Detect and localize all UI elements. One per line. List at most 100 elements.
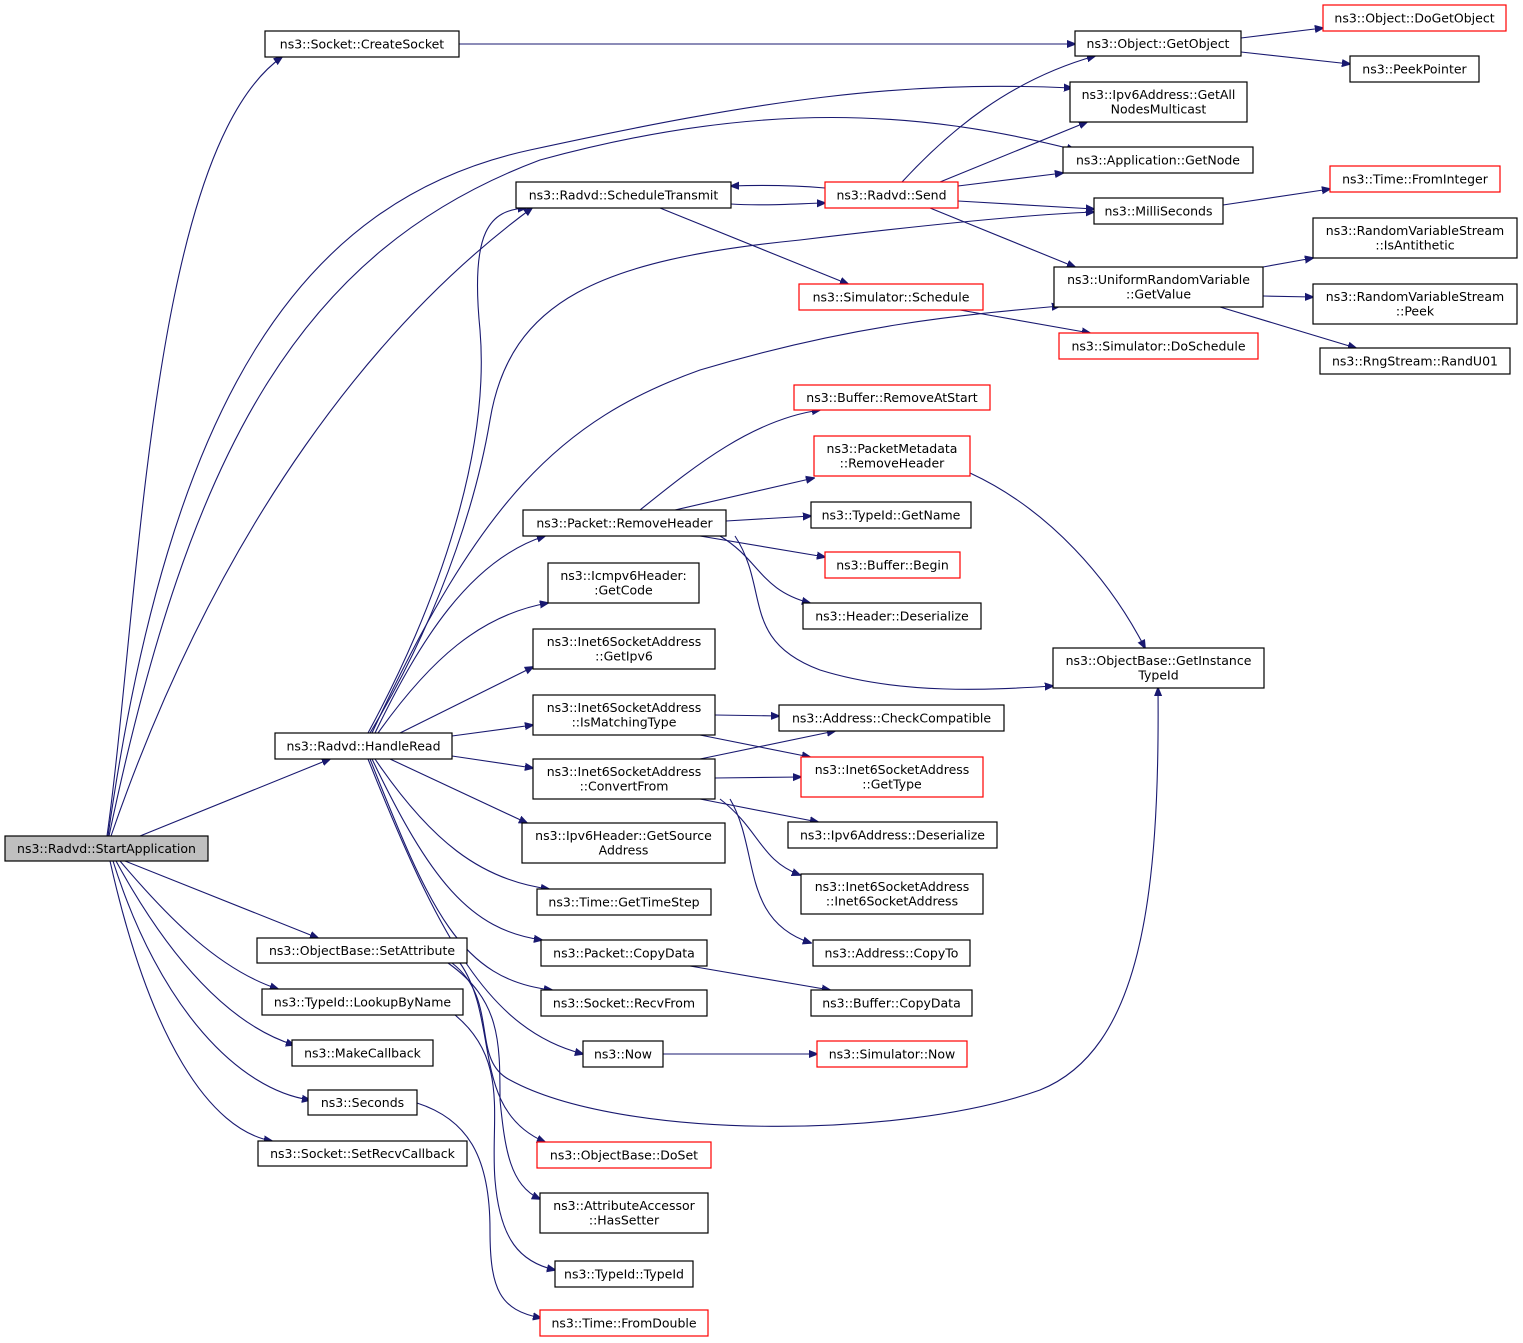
node-bufferbegin-box bbox=[824, 551, 961, 579]
node-checkcompatible-box bbox=[778, 704, 1005, 732]
edge-uniformgetvalue-to-randu01 bbox=[1219, 306, 1356, 348]
node-gettimestep[interactable]: ns3::Time::GetTimeStep bbox=[536, 888, 712, 916]
node-setrecvcallback[interactable]: ns3::Socket::SetRecvCallback bbox=[257, 1140, 468, 1167]
node-pmremoveheader-label-1: ::RemoveHeader bbox=[840, 456, 946, 471]
node-now-label-0: ns3::Now bbox=[594, 1046, 652, 1061]
edge-packetremoveheader-to-headerdeserialize bbox=[719, 535, 810, 603]
node-typeidgetname[interactable]: ns3::TypeId::GetName bbox=[810, 501, 972, 529]
node-ismatchingtype[interactable]: ns3::Inet6SocketAddress::IsMatchingType bbox=[532, 694, 716, 736]
node-dogetobject-box bbox=[1322, 4, 1507, 32]
node-gettype[interactable]: ns3::Inet6SocketAddress::GetType bbox=[800, 756, 984, 798]
node-randu01[interactable]: ns3::RngStream::RandU01 bbox=[1319, 347, 1511, 375]
edge-handleread-to-convertfrom bbox=[451, 755, 533, 768]
node-buffercopydata-box bbox=[810, 989, 973, 1017]
node-copyto-label-0: ns3::Address::CopyTo bbox=[825, 945, 959, 960]
node-gettype-label-1: ::GetType bbox=[862, 777, 922, 792]
node-isantithetic[interactable]: ns3::RandomVariableStream::IsAntithetic bbox=[1312, 217, 1518, 259]
node-copyto-box bbox=[812, 939, 971, 967]
edge-uniformgetvalue-to-peek bbox=[1262, 296, 1313, 297]
node-peekpointer[interactable]: ns3::PeekPointer bbox=[1349, 55, 1480, 83]
edge-setattribute-to-getinstancetypeid bbox=[451, 688, 1158, 1127]
node-pmremoveheader-box bbox=[813, 435, 971, 477]
edge-getobject-to-peekpointer bbox=[1240, 51, 1350, 64]
node-checkcompatible[interactable]: ns3::Address::CheckCompatible bbox=[778, 704, 1005, 732]
node-uniformgetvalue[interactable]: ns3::UniformRandomVariable::GetValue bbox=[1053, 266, 1264, 308]
node-dogetobject[interactable]: ns3::Object::DoGetObject bbox=[1322, 4, 1507, 32]
node-now-box bbox=[582, 1040, 664, 1068]
node-copyto[interactable]: ns3::Address::CopyTo bbox=[812, 939, 971, 967]
node-doset[interactable]: ns3::ObjectBase::DoSet bbox=[536, 1141, 712, 1169]
node-icmpgetcode-box bbox=[547, 562, 700, 604]
node-peek[interactable]: ns3::RandomVariableStream::Peek bbox=[1312, 283, 1518, 325]
edge-pmremoveheader-to-getinstancetypeid bbox=[969, 472, 1145, 648]
node-headerdeserialize[interactable]: ns3::Header::Deserialize bbox=[802, 602, 982, 630]
node-milliseconds[interactable]: ns3::MilliSeconds bbox=[1093, 197, 1224, 225]
node-fromdouble[interactable]: ns3::Time::FromDouble bbox=[539, 1309, 709, 1337]
node-doschedule[interactable]: ns3::Simulator::DoSchedule bbox=[1058, 332, 1259, 360]
node-handleread[interactable]: ns3::Radvd::HandleRead bbox=[274, 732, 453, 760]
node-frominteger[interactable]: ns3::Time::FromInteger bbox=[1329, 165, 1501, 193]
edge-scheduletransmit-to-send bbox=[730, 203, 825, 205]
node-bufferbegin[interactable]: ns3::Buffer::Begin bbox=[824, 551, 961, 579]
node-inet6ctor[interactable]: ns3::Inet6SocketAddress::Inet6SocketAddr… bbox=[800, 873, 984, 915]
node-now[interactable]: ns3::Now bbox=[582, 1040, 664, 1068]
node-typeidgetname-label-0: ns3::TypeId::GetName bbox=[822, 507, 961, 522]
node-getinstancetypeid-label-0: ns3::ObjectBase::GetInstance bbox=[1066, 653, 1252, 668]
node-simnow[interactable]: ns3::Simulator::Now bbox=[816, 1040, 968, 1068]
node-hassetter[interactable]: ns3::AttributeAccessor::HasSetter bbox=[539, 1192, 709, 1234]
node-getallnodes-label-0: ns3::Ipv6Address::GetAll bbox=[1082, 87, 1236, 102]
node-seconds[interactable]: ns3::Seconds bbox=[307, 1089, 418, 1116]
edge-start-to-lookupbyname bbox=[119, 860, 278, 989]
edge-getobject-to-dogetobject bbox=[1240, 28, 1323, 39]
node-getnode[interactable]: ns3::Application::GetNode bbox=[1062, 146, 1254, 174]
node-lookupbyname-label-0: ns3::TypeId::LookupByName bbox=[274, 994, 451, 1009]
node-lookupbyname[interactable]: ns3::TypeId::LookupByName bbox=[261, 988, 464, 1016]
node-getipv6[interactable]: ns3::Inet6SocketAddress::GetIpv6 bbox=[532, 628, 716, 670]
edge-handleread-to-recvfrom bbox=[369, 758, 552, 990]
node-getobject-label-0: ns3::Object::GetObject bbox=[1087, 36, 1230, 51]
node-buffercopydata[interactable]: ns3::Buffer::CopyData bbox=[810, 989, 973, 1017]
node-peek-label-0: ns3::RandomVariableStream bbox=[1326, 289, 1504, 304]
node-fromdouble-label-0: ns3::Time::FromDouble bbox=[551, 1315, 696, 1330]
node-setattribute[interactable]: ns3::ObjectBase::SetAttribute bbox=[256, 937, 468, 964]
node-ismatchingtype-box bbox=[532, 694, 716, 736]
node-frominteger-box bbox=[1329, 165, 1501, 193]
node-start[interactable]: ns3::Radvd::StartApplication bbox=[4, 835, 209, 862]
node-setrecvcallback-label-0: ns3::Socket::SetRecvCallback bbox=[270, 1146, 455, 1161]
node-getallnodes-box bbox=[1069, 81, 1248, 123]
node-send[interactable]: ns3::Radvd::Send bbox=[824, 181, 959, 209]
node-convertfrom[interactable]: ns3::Inet6SocketAddress::ConvertFrom bbox=[532, 758, 716, 800]
node-gettimestep-label-0: ns3::Time::GetTimeStep bbox=[548, 894, 699, 909]
node-inet6ctor-box bbox=[800, 873, 984, 915]
node-createsocket[interactable]: ns3::Socket::CreateSocket bbox=[264, 30, 460, 58]
edge-handleread-to-getsourceaddress bbox=[389, 758, 527, 823]
edge-start-to-setattribute bbox=[124, 860, 318, 938]
node-recvfrom[interactable]: ns3::Socket::RecvFrom bbox=[540, 989, 708, 1017]
node-icmpgetcode[interactable]: ns3::Icmpv6Header::GetCode bbox=[547, 562, 700, 604]
node-removeatstart-label-0: ns3::Buffer::RemoveAtStart bbox=[806, 390, 978, 405]
node-isantithetic-label-0: ns3::RandomVariableStream bbox=[1326, 223, 1504, 238]
node-hassetter-label-1: ::HasSetter bbox=[589, 1213, 660, 1228]
node-doschedule-label-0: ns3::Simulator::DoSchedule bbox=[1071, 338, 1245, 353]
node-packetremoveheader[interactable]: ns3::Packet::RemoveHeader bbox=[522, 509, 727, 537]
node-dogetobject-label-0: ns3::Object::DoGetObject bbox=[1334, 10, 1494, 25]
node-copydata[interactable]: ns3::Packet::CopyData bbox=[540, 939, 708, 967]
node-simschedule[interactable]: ns3::Simulator::Schedule bbox=[798, 283, 984, 311]
node-ipv6deserialize[interactable]: ns3::Ipv6Address::Deserialize bbox=[787, 821, 998, 849]
node-getobject[interactable]: ns3::Object::GetObject bbox=[1074, 30, 1242, 57]
node-scheduletransmit[interactable]: ns3::Radvd::ScheduleTransmit bbox=[515, 181, 732, 209]
node-isantithetic-box bbox=[1312, 217, 1518, 259]
node-frominteger-label-0: ns3::Time::FromInteger bbox=[1342, 171, 1489, 186]
node-pmremoveheader[interactable]: ns3::PacketMetadata::RemoveHeader bbox=[813, 435, 971, 477]
edge-handleread-to-milliseconds bbox=[369, 212, 1094, 734]
node-lookupbyname-box bbox=[261, 988, 464, 1016]
node-simschedule-box bbox=[798, 283, 984, 311]
node-removeatstart[interactable]: ns3::Buffer::RemoveAtStart bbox=[793, 384, 991, 411]
node-typeidtypeid[interactable]: ns3::TypeId::TypeId bbox=[554, 1260, 694, 1288]
node-makecallback[interactable]: ns3::MakeCallback bbox=[291, 1039, 434, 1067]
node-bufferbegin-label-0: ns3::Buffer::Begin bbox=[836, 557, 949, 572]
node-getipv6-label-1: ::GetIpv6 bbox=[595, 649, 653, 664]
